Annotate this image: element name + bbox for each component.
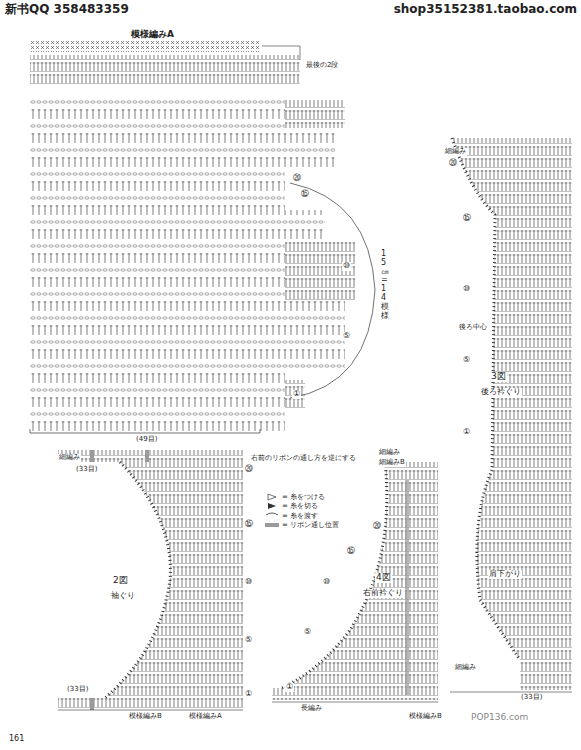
row-number: ⑮	[244, 520, 254, 529]
figure-number: 4図	[375, 573, 392, 583]
figure-name: 右前衿ぐり	[362, 589, 404, 598]
legend-text: = リボン通し位置	[282, 520, 339, 530]
row-number: ⑮	[300, 190, 310, 199]
note: 最後の2段	[305, 62, 339, 70]
chart-front-neck	[272, 462, 438, 702]
row-number: ⑳	[292, 174, 302, 183]
chart-a	[30, 40, 375, 433]
stitch-name: 細編み	[378, 449, 401, 457]
stitch-name: 長編み	[300, 705, 323, 713]
row-number: ⑳	[448, 159, 458, 168]
row-number: ⑤	[303, 628, 312, 637]
figure-number: 2図	[112, 576, 129, 586]
row-number: ⑤	[462, 356, 471, 365]
row-number: ⑩	[342, 262, 351, 271]
stitch-count: (33目)	[520, 694, 543, 702]
row-number: ①	[244, 690, 253, 699]
stitch-count: (33目)	[66, 686, 89, 694]
watermark: POP136.com	[470, 713, 529, 723]
page-number: 161	[8, 735, 25, 744]
figure-name: 袖ぐり	[110, 592, 136, 601]
note: 右前のリボンの通し方を逆にする	[250, 455, 357, 463]
note: 後ろ中心	[458, 324, 488, 332]
legend-text: = 糸を切る	[282, 501, 318, 511]
row-number: ①	[462, 428, 471, 437]
row-number: ①	[292, 390, 301, 399]
row-number: ⑮	[346, 547, 356, 556]
pattern-name: 模様編みB	[128, 713, 163, 721]
row-number: ⑩	[244, 578, 253, 587]
dimension: 15㎝=14模様	[380, 250, 390, 320]
stitch-name: 細編み	[58, 454, 81, 462]
stitch-count: (33目)	[75, 466, 98, 474]
row-number: ⑤	[244, 636, 253, 645]
header-text: 新书QQ 358483359	[4, 3, 130, 16]
row-number: ⑳	[244, 465, 254, 474]
row-number: ⑳	[372, 522, 382, 531]
row-number: ①	[285, 683, 294, 692]
chart-back-neck	[450, 138, 572, 692]
stitch-name: 細編み	[454, 664, 477, 672]
legend-swatch	[265, 523, 279, 527]
stitch-count: (49目)	[135, 436, 158, 444]
pattern-name: 模様編みB	[408, 713, 443, 721]
pattern-name: 模様編みA	[188, 713, 223, 721]
row-number: ⑤	[342, 332, 351, 341]
stitch-name: 細編み	[444, 148, 467, 156]
figure-name: 後ろ衿ぐり	[480, 388, 522, 397]
chart-title: 模様編みA	[130, 30, 175, 40]
chart-armhole	[58, 450, 243, 710]
note: 肩下がり	[488, 570, 522, 579]
figure-number: 3図	[490, 372, 507, 382]
header-text: shop35152381.taobao.com	[393, 3, 578, 16]
stitch-name: 細編みB	[378, 459, 406, 467]
row-number: ⑩	[322, 578, 331, 587]
row-number: ⑮	[462, 214, 472, 223]
legend-symbols	[266, 494, 278, 515]
row-number: ⑩	[462, 285, 471, 294]
